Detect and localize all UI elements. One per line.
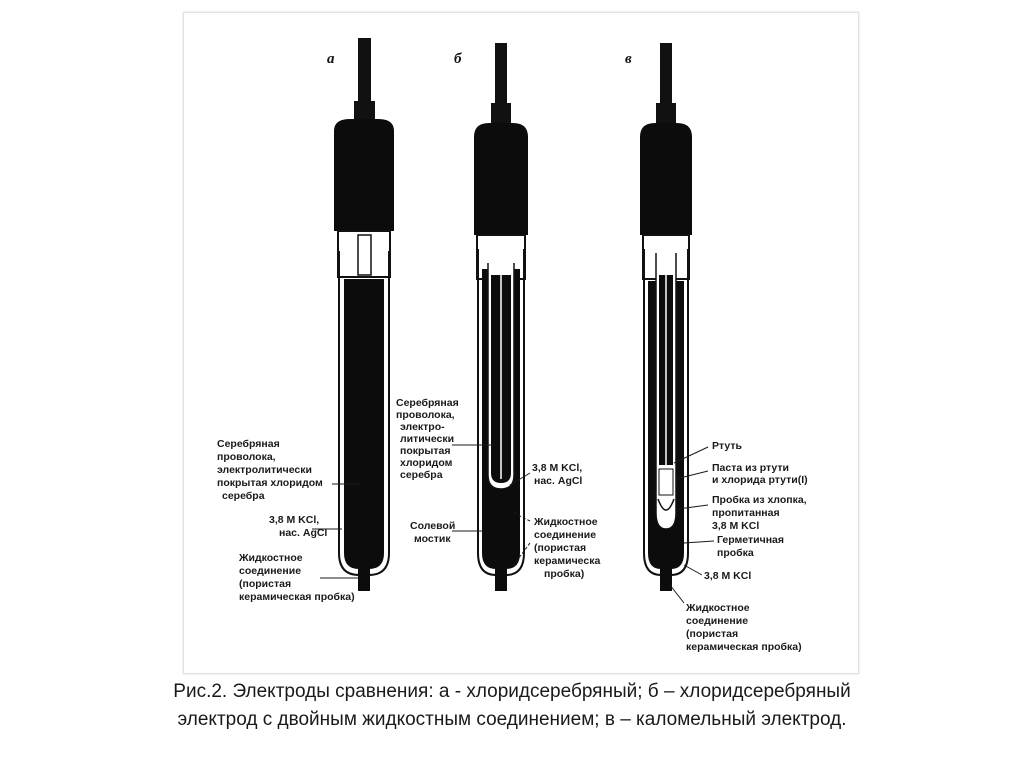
label-b-junction-4: керамическа (534, 555, 600, 567)
label-a-wire-5: серебра (222, 490, 265, 502)
leader-lines (312, 444, 715, 604)
cap-b (474, 123, 528, 235)
label-b-bridge-1: Солевой (410, 520, 455, 532)
cable-strain-relief-b (491, 103, 511, 123)
electrolyte-a (344, 279, 384, 569)
cable-strain-relief-c (656, 103, 676, 123)
labels-b: Серебряная проволока, электро- литически… (396, 397, 600, 580)
label-a-junction-1: Жидкостное (238, 552, 303, 564)
label-b-junction-1: Жидкостное (533, 516, 598, 528)
cable-c (660, 43, 672, 105)
ceramic-plug-a (358, 569, 370, 591)
label-b-wire-1: Серебряная (396, 397, 459, 409)
figure-panel: а б в (183, 12, 859, 674)
label-c-kcl: 3,8 М KCl (704, 570, 751, 582)
leader-c-paste (675, 470, 709, 480)
leader-c-plug (677, 504, 709, 510)
cap-c (640, 123, 692, 235)
label-c-paste-1: Паста из ртути (712, 462, 789, 474)
cable-a (358, 38, 371, 103)
label-b-wire-4: литически (400, 433, 454, 445)
label-c-junction-1: Жидкостное (685, 602, 750, 614)
leader-c-kcl (683, 564, 703, 576)
cable-strain-relief-a (354, 101, 375, 121)
label-b-wire-6: хлоридом (400, 457, 453, 469)
cap-a (334, 119, 394, 231)
label-b-wire-2: проволока, (396, 409, 455, 421)
caption-line-1: Рис.2. Электроды сравнения: а - хлоридсе… (173, 681, 851, 702)
paste-c (658, 468, 674, 496)
cable-b (495, 43, 507, 105)
cotton-plug-c (657, 498, 675, 511)
label-b-bridge-2: мостик (414, 533, 451, 545)
label-c-mercury: Ртуть (712, 440, 743, 452)
label-a-junction-3: (пористая (239, 578, 291, 590)
panel-letter-c: в (625, 51, 632, 67)
label-b-wire-3: электро- (400, 421, 445, 433)
leader-b-kcl (509, 472, 531, 486)
leader-c-seal (683, 540, 715, 544)
label-a-wire-1: Серебряная (217, 438, 280, 450)
caption-line-2: электрод с двойным жидкостным соединение… (177, 709, 847, 730)
ceramic-plug-b (495, 569, 507, 591)
leader-b-junction (511, 512, 531, 568)
label-a-kcl-2: нас. AgCl (279, 527, 327, 539)
label-b-wire-7: серебра (400, 469, 443, 481)
label-c-junction-3: (пористая (686, 628, 738, 640)
label-c-junction-2: соединение (686, 615, 748, 627)
leader-c-mercury (673, 446, 709, 464)
label-a-junction-4: керамическая пробка) (239, 591, 355, 603)
electrode-c: в (625, 43, 692, 591)
panel-letter-b: б (454, 51, 462, 67)
electrode-diagram: а б в (217, 38, 808, 653)
label-b-wire-5: покрытая (400, 445, 451, 457)
label-c-seal-1: Герметичная (717, 534, 784, 546)
label-c-paste-2: и хлорида ртути(I) (712, 474, 808, 486)
label-a-junction-2: соединение (239, 565, 301, 577)
label-c-junction-4: керамическая пробка) (686, 641, 802, 653)
ceramic-plug-c (660, 569, 672, 591)
label-a-wire-3: электролитически (217, 464, 312, 476)
label-c-seal-2: пробка (717, 547, 754, 559)
label-b-kcl-1: 3,8 М KCl, (532, 462, 582, 474)
label-a-wire-2: проволока, (217, 451, 276, 463)
label-a-kcl-1: 3,8 М KCl, (269, 514, 319, 526)
label-c-plug-2: пропитанная (712, 507, 780, 519)
label-b-junction-5: пробка) (544, 568, 584, 580)
labels-c: Ртуть Паста из ртути и хлорида ртути(I) … (685, 440, 808, 653)
label-b-kcl-2: нас. AgCl (534, 475, 582, 487)
leader-c-junction (669, 584, 685, 604)
labels-a: Серебряная проволока, электролитически п… (217, 438, 355, 603)
figure-caption: Рис.2. Электроды сравнения: а - хлоридсе… (60, 678, 964, 734)
label-b-junction-3: (пористая (534, 542, 586, 554)
electrode-b: б (454, 43, 528, 591)
inner-tube-top-a (357, 234, 372, 276)
label-b-junction-2: соединение (534, 529, 596, 541)
label-a-wire-4: покрытая хлоридом (217, 477, 323, 489)
panel-letter-a: а (327, 51, 335, 67)
electrode-a: а (327, 38, 394, 591)
label-c-plug-3: 3,8 М KCl (712, 520, 759, 532)
label-c-plug-1: Пробка из хлопка, (712, 494, 807, 506)
